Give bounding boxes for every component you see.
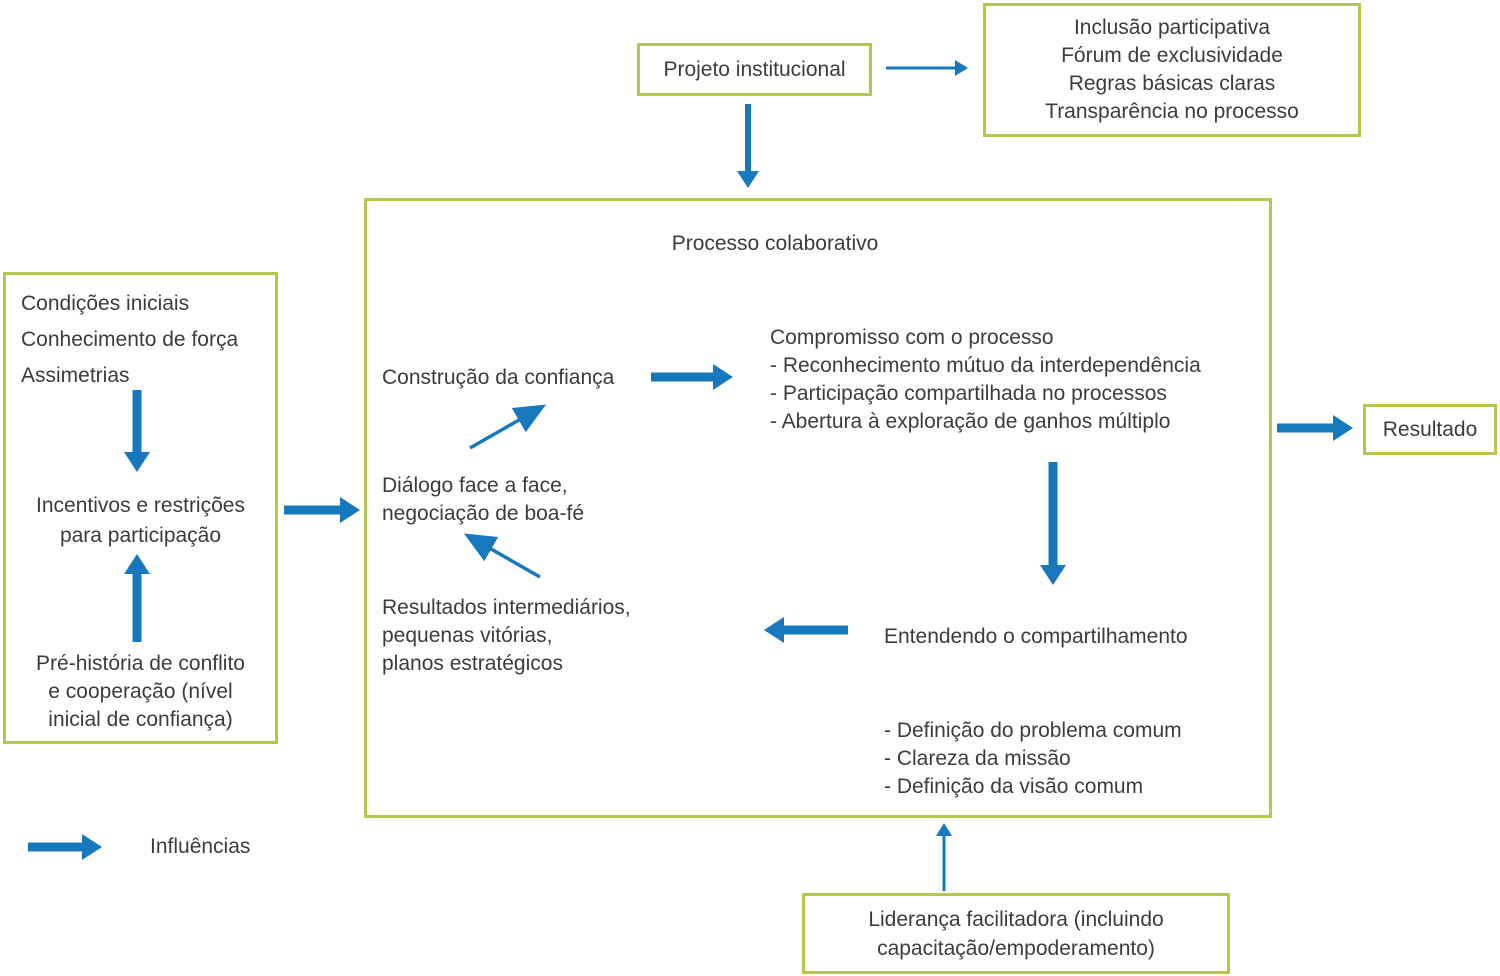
compromisso-line: - Abertura à exploração de ganhos múltip… <box>770 410 1171 433</box>
arrow-dialogo-to-construcao <box>469 404 547 450</box>
prehistoria-lines: Pré-história de conflito e cooperação (n… <box>3 650 278 734</box>
legend-influencias-arrow <box>28 833 102 861</box>
arrow-entendendo-to-resultados <box>764 616 848 644</box>
definicao-block: - Definição do problema comum - Clareza … <box>884 717 1182 801</box>
prehistoria-line: e cooperação (nível <box>48 680 233 703</box>
resultado-box: Resultado <box>1363 404 1497 455</box>
arrow-processo-to-resultado <box>1277 414 1353 442</box>
dialogo-line: Diálogo face a face, <box>382 474 568 497</box>
incentivos-lines: Incentivos e restrições para participaçã… <box>3 491 278 551</box>
processo-colaborativo-title: Processo colaborativo <box>671 232 879 255</box>
arrow-projeto-to-fatores <box>886 54 968 82</box>
arrow-prehistoria-to-incentivos <box>123 554 151 642</box>
entendendo-label: Entendendo o compartilhamento <box>884 625 1188 648</box>
definicao-line: - Definição do problema comum <box>884 719 1182 742</box>
arrow-construcao-to-compromisso <box>651 363 733 391</box>
arrow-compromisso-to-entendendo <box>1039 462 1067 585</box>
fatores-line: Inclusão participativa <box>1073 16 1271 39</box>
compromisso-line: - Reconhecimento mútuo da interdependênc… <box>770 354 1201 377</box>
arrow-projeto-to-processo <box>734 104 762 188</box>
construcao-confianca-label: Construção da confiança <box>382 366 615 389</box>
condicoes-line: Assimetrias <box>21 364 130 387</box>
lideranca-line: capacitação/empoderamento) <box>877 936 1155 960</box>
projeto-institucional-box: Projeto institucional <box>637 43 872 96</box>
resultado-label: Resultado <box>1382 417 1478 441</box>
incentivos-line: para participação <box>59 524 222 547</box>
fatores-box: Inclusão participativa Fórum de exclusiv… <box>983 3 1361 137</box>
fatores-line: Fórum de exclusividade <box>1061 44 1283 67</box>
processo-colaborativo-box <box>364 198 1272 818</box>
fatores-line: Transparência no processo <box>1045 100 1299 123</box>
arrow-lideranca-to-processo <box>930 823 958 891</box>
resultados-line: pequenas vitórias, <box>382 624 553 647</box>
resultados-line: planos estratégicos <box>382 652 563 675</box>
fatores-line: Regras básicas claras <box>1068 72 1276 95</box>
lideranca-box: Liderança facilitadora (incluindo capaci… <box>802 893 1230 974</box>
resultados-intermediarios-block: Resultados intermediários, pequenas vitó… <box>382 594 631 678</box>
condicoes-line: Conhecimento de força <box>21 328 239 351</box>
arrow-condicoes-to-incentivos <box>123 390 151 472</box>
condicoes-top-lines: Condições iniciais Conhecimento de força… <box>21 286 238 394</box>
arrow-resultados-to-dialogo <box>463 533 541 579</box>
compromisso-line: Compromisso com o processo <box>770 326 1054 349</box>
lideranca-line: Liderança facilitadora (incluindo <box>868 907 1164 931</box>
compromisso-line: - Participação compartilhada no processo… <box>770 382 1167 405</box>
arrow-condicoes-to-processo <box>284 496 360 524</box>
resultados-line: Resultados intermediários, <box>382 596 631 619</box>
definicao-line: - Clareza da missão <box>884 747 1071 770</box>
dialogo-block: Diálogo face a face, negociação de boa-f… <box>382 472 584 528</box>
definicao-line: - Definição da visão comum <box>884 775 1144 798</box>
condicoes-line: Condições iniciais <box>21 292 190 315</box>
projeto-institucional-label: Projeto institucional <box>663 57 846 81</box>
dialogo-line: negociação de boa-fé <box>382 502 584 525</box>
legend-influencias-label: Influências <box>150 835 251 858</box>
incentivos-line: Incentivos e restrições <box>36 494 245 517</box>
prehistoria-line: Pré-história de conflito <box>36 652 245 675</box>
condicoes-iniciais-box <box>3 272 278 744</box>
compromisso-block: Compromisso com o processo - Reconhecime… <box>770 324 1201 436</box>
prehistoria-line: inicial de confiança) <box>48 708 233 731</box>
